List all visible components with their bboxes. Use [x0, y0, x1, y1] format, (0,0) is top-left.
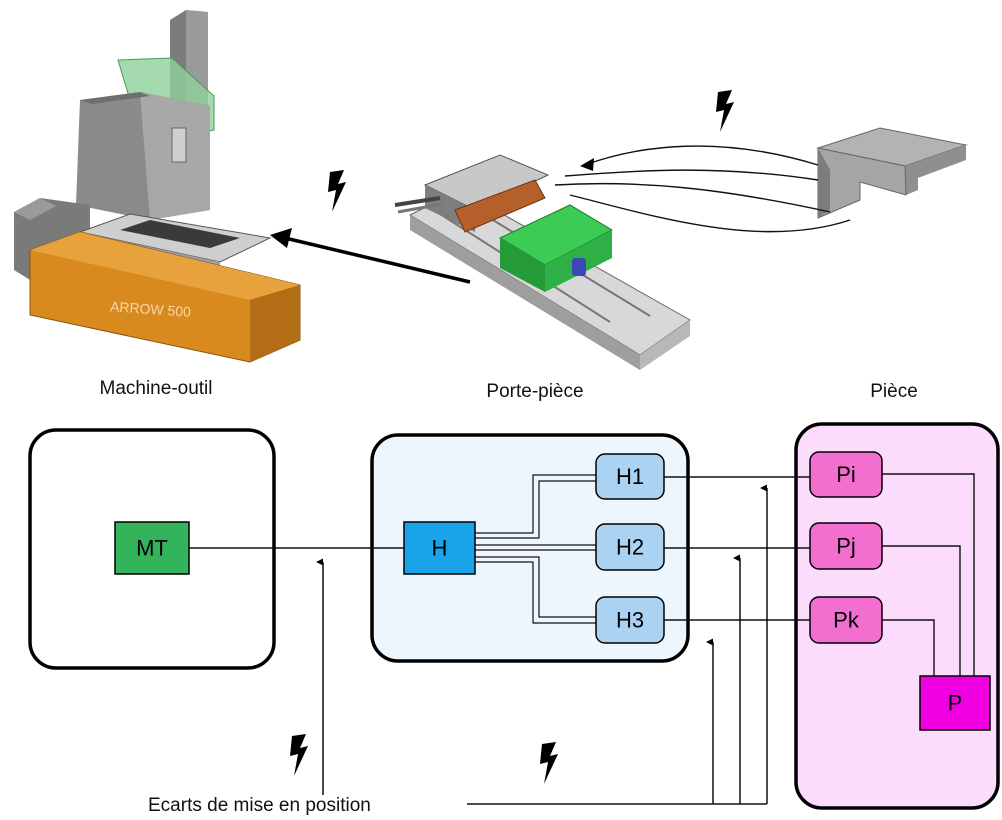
node-pj-label: Pj: [836, 534, 856, 559]
part-illustration: [816, 127, 968, 219]
lightning-bolt-icon: [716, 90, 734, 132]
node-h3: H3: [595, 596, 665, 644]
machine-label: Machine-outil: [100, 378, 213, 399]
lightning-bolt-icon: [290, 734, 308, 776]
machine-tool-illustration: ARROW 500: [14, 10, 301, 363]
node-h1: H1: [595, 453, 665, 500]
node-h1-label: H1: [616, 464, 644, 489]
node-p-label: P: [948, 691, 963, 716]
node-h-label: H: [432, 536, 448, 561]
deviations-label: Ecarts de mise en position: [148, 795, 371, 816]
node-h: H: [403, 521, 476, 575]
machine-brand-text: ARROW 500: [110, 298, 192, 320]
fixture-label: Porte-pièce: [486, 381, 583, 402]
node-pk: Pk: [809, 596, 883, 644]
connection-curves: [270, 145, 851, 284]
node-mt-label: MT: [136, 536, 168, 561]
node-pk-label: Pk: [833, 608, 860, 633]
lightning-bolt-icon: [540, 742, 558, 784]
node-pj: Pj: [809, 522, 883, 570]
connection-wires: [189, 473, 975, 805]
part-label: Pièce: [870, 381, 918, 402]
node-h2-label: H2: [616, 535, 644, 560]
node-pi-label: Pi: [836, 462, 856, 487]
node-h3-label: H3: [616, 608, 644, 633]
node-p: P: [919, 675, 991, 731]
lightning-bolt-icon: [328, 170, 346, 212]
node-h2: H2: [595, 523, 665, 571]
node-mt: MT: [114, 521, 190, 575]
fixture-illustration: [394, 154, 691, 370]
node-pi: Pi: [809, 451, 883, 498]
